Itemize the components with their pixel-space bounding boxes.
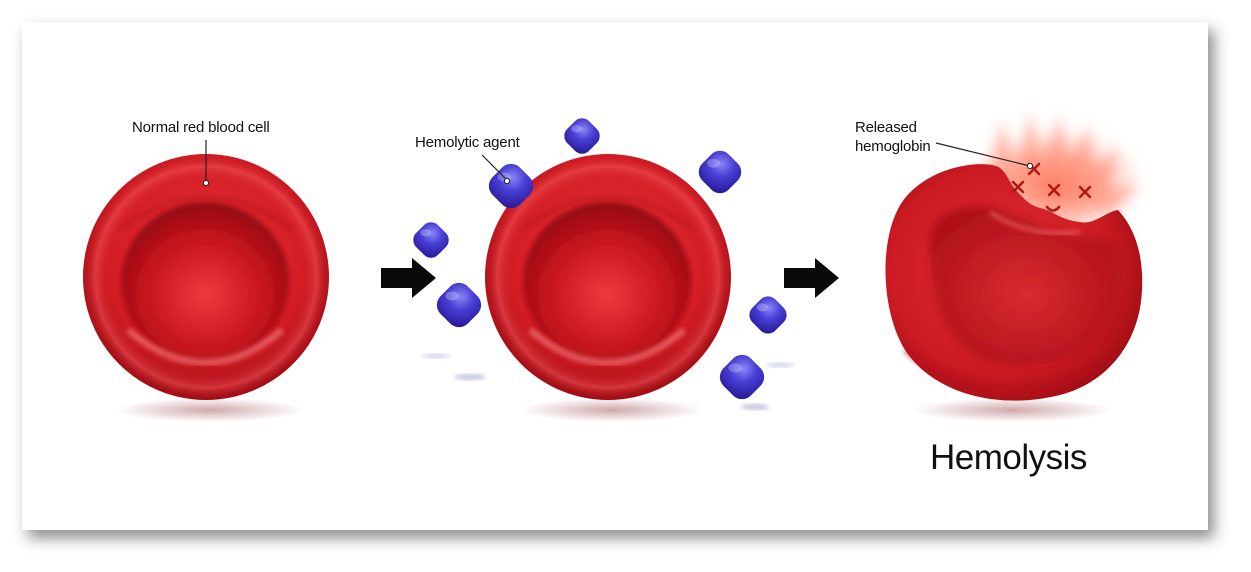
released-hemoglobin-label-line2: hemoglobin (855, 138, 931, 155)
hemoglobin-pointer (935, 142, 1034, 170)
normal-cell-pointer (202, 140, 210, 187)
agent-particle-2 (696, 148, 744, 196)
released-hemoglobin-label-line1: Released (855, 119, 917, 136)
agent-particle-1 (562, 116, 602, 156)
arrow-right-icon (784, 258, 839, 298)
hemoglobin-molecules (1011, 162, 1092, 212)
agent-shadows (422, 353, 794, 410)
hemolytic-agent-label: Hemolytic agent (415, 134, 520, 151)
normal-cell-label: Normal red blood cell (132, 119, 270, 136)
hemoglobin-molecule-2 (1011, 180, 1025, 194)
red-blood-cell-with-agents (485, 154, 731, 422)
hemoglobin-molecule-4 (1078, 185, 1092, 199)
arrow-right-icon (381, 258, 436, 298)
agent-particle-4 (411, 220, 451, 260)
diagram-title: Hemolysis (930, 438, 1087, 477)
agent-particle-7 (717, 352, 767, 402)
agent-particle-6 (747, 294, 789, 336)
agent-particle-5 (434, 280, 484, 330)
hemoglobin-molecule-3 (1047, 183, 1061, 197)
agent-pointer (481, 154, 511, 185)
normal-red-blood-cell (83, 154, 329, 422)
lysed-red-blood-cell (885, 164, 1143, 422)
hemoglobin-molecule-5 (1045, 205, 1061, 212)
